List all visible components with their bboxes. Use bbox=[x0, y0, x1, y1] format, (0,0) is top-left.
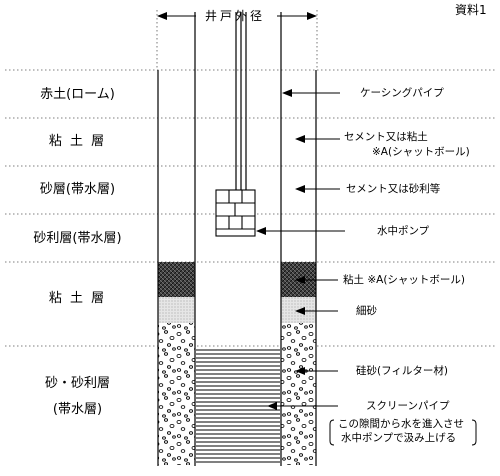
layer-label-clay-1: 粘 土 層 bbox=[48, 134, 107, 149]
annotation-cement-or-clay: セメント又は粘土 bbox=[344, 131, 428, 143]
layer-label-sand-gravel: 砂・砂利層 bbox=[44, 376, 110, 391]
doc-label: 資料1 bbox=[455, 3, 487, 17]
silica-sand-right bbox=[281, 323, 316, 465]
annotation-cement-or-gravel: セメント又は砂利等 bbox=[346, 183, 441, 195]
well-diameter-label: 井戸外径 bbox=[205, 9, 266, 23]
annotation-screen-note-2: 水中ポンプで汲み上げる bbox=[341, 432, 457, 444]
clay-seal-left bbox=[158, 262, 195, 297]
layer-label-gravel: 砂利層(帯水層) bbox=[33, 231, 122, 246]
annotation-casing-pipe: ケーシングパイプ bbox=[360, 87, 444, 99]
annotation-screen-pipe: スクリーンパイプ bbox=[366, 400, 450, 412]
submersible-pump bbox=[215, 189, 256, 237]
annotation-screen-note-1: この隙間から水を進入させ bbox=[338, 418, 464, 430]
fine-sand-left bbox=[158, 297, 195, 323]
layer-label-clay-2: 粘 土 層 bbox=[48, 291, 107, 306]
screen-note-bracket-right bbox=[471, 419, 477, 446]
screen-slots bbox=[196, 349, 280, 463]
fine-sand-right bbox=[281, 297, 316, 323]
layer-label-akatsuchi: 赤土(ローム) bbox=[40, 87, 115, 102]
layer-label-aquifer: (帯水層) bbox=[52, 402, 103, 417]
layer-label-sand: 砂層(帯水層) bbox=[39, 182, 116, 197]
annotation-shaft-ball-a: ※A(シャットボール) bbox=[372, 146, 470, 158]
annotation-submersible-pump: 水中ポンプ bbox=[377, 225, 430, 237]
annotation-fine-sand: 細砂 bbox=[356, 305, 377, 317]
annotation-clay-shaft-ball: 粘土 ※A(シャットボール) bbox=[343, 274, 466, 286]
annotation-silica-sand: 硅砂(フィルター材) bbox=[356, 365, 448, 377]
screen-note-bracket-left bbox=[329, 419, 335, 446]
silica-sand-left bbox=[158, 323, 195, 465]
